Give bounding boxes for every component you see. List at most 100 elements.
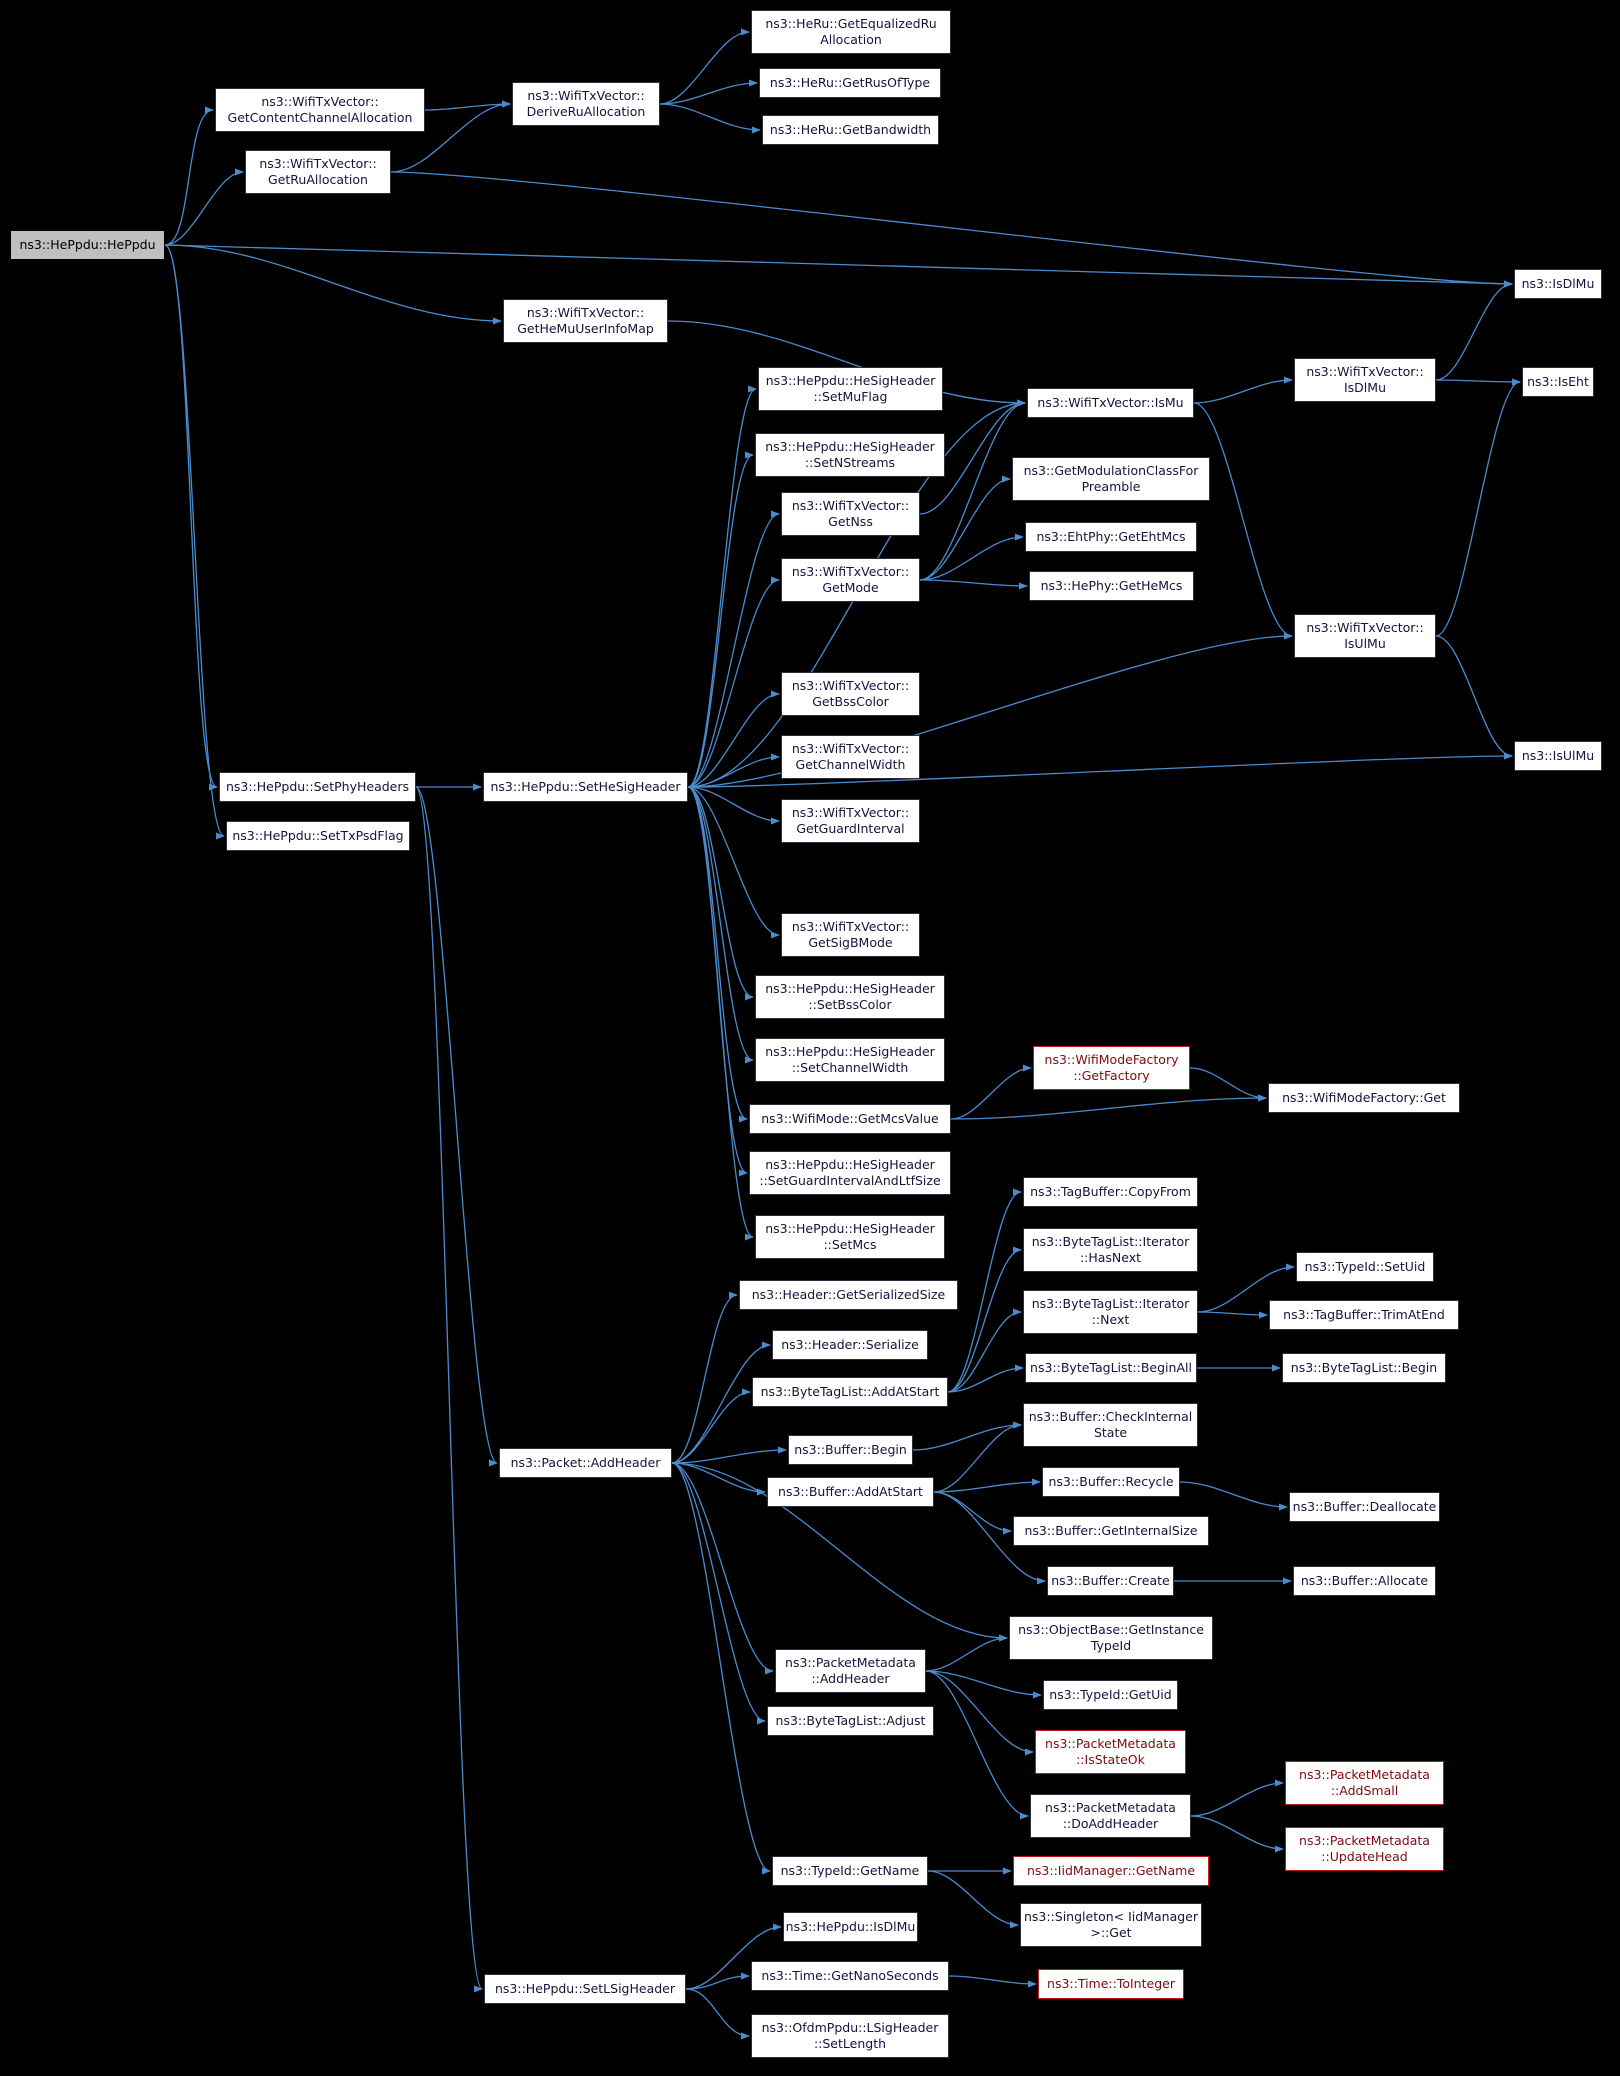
graph-node-getSigBMode[interactable]: ns3::WifiTxVector::GetSigBMode [781,913,920,957]
graph-node-getRusOfType[interactable]: ns3::HeRu::GetRusOfType [759,68,941,98]
graph-node-setMuFlag[interactable]: ns3::HePpdu::HeSigHeader::SetMuFlag [758,367,943,411]
graph-node-hePpduIsDlMu[interactable]: ns3::HePpdu::IsDlMu [783,1912,918,1942]
edge-packetAddHeader-to-bufferBegin [671,1446,787,1464]
graph-node-label: ns3::Buffer::Allocate [1300,1572,1429,1588]
graph-node-pmAddHeader[interactable]: ns3::PacketMetadata::AddHeader [775,1649,926,1693]
graph-node-getFactory[interactable]: ns3::WifiModeFactory::GetFactory [1033,1046,1190,1090]
graph-node-bufferAddAtStart[interactable]: ns3::Buffer::AddAtStart [767,1477,934,1507]
edge-setHeSigHeader-to-setBssColor [687,786,754,1001]
edge-setHeSigHeader-to-setChannelWidthHdr [687,786,754,1064]
edge-pmAddHeader-to-getInstanceTypeId [925,1634,1008,1672]
graph-node-iidManagerGetName[interactable]: ns3::IidManager::GetName [1013,1856,1209,1886]
edge-setHeSigHeader-to-txIsUlMu [687,632,1293,788]
graph-node-deallocate[interactable]: ns3::Buffer::Deallocate [1289,1492,1440,1522]
edge-getFactory-to-factoryGet [1189,1067,1267,1102]
graph-node-isStateOk[interactable]: ns3::PacketMetadata::IsStateOk [1035,1730,1186,1774]
graph-node-isDlMuFree[interactable]: ns3::IsDlMu [1514,269,1602,299]
graph-node-getInternalSize[interactable]: ns3::Buffer::GetInternalSize [1013,1516,1209,1546]
graph-node-getNanoSeconds[interactable]: ns3::Time::GetNanoSeconds [751,1961,949,1991]
graph-node-getHeMuUserInfoMap[interactable]: ns3::WifiTxVector::GetHeMuUserInfoMap [503,299,668,343]
graph-node-deriveRuAllocation[interactable]: ns3::WifiTxVector::DeriveRuAllocation [512,82,660,126]
graph-node-packetAddHeader[interactable]: ns3::Packet::AddHeader [499,1448,672,1478]
graph-node-getSerializedSize[interactable]: ns3::Header::GetSerializedSize [739,1280,958,1310]
graph-node-isUlMuFree[interactable]: ns3::IsUlMu [1514,741,1602,771]
graph-node-label: GetContentChannelAllocation [227,110,413,125]
graph-node-getEhtMcs[interactable]: ns3::EhtPhy::GetEhtMcs [1025,522,1197,552]
graph-node-getMcsValue[interactable]: ns3::WifiMode::GetMcsValue [749,1104,951,1134]
graph-node-allocate[interactable]: ns3::Buffer::Allocate [1293,1566,1436,1596]
graph-node-recycle[interactable]: ns3::Buffer::Recycle [1042,1467,1180,1497]
graph-node-setPhyHeaders[interactable]: ns3::HePpdu::SetPhyHeaders [219,772,416,802]
graph-node-headerSerialize[interactable]: ns3::Header::Serialize [772,1330,928,1360]
graph-node-setLSigHeader[interactable]: ns3::HePpdu::SetLSigHeader [484,1974,686,2004]
graph-node-label: ns3::Buffer::Deallocate [1292,1498,1437,1514]
graph-node-doAddHeader[interactable]: ns3::PacketMetadata::DoAddHeader [1030,1794,1191,1838]
graph-node-addSmall[interactable]: ns3::PacketMetadata::AddSmall [1285,1761,1444,1805]
graph-node-toInteger[interactable]: ns3::Time::ToInteger [1038,1969,1184,1999]
graph-node-label: DeriveRuAllocation [526,104,646,119]
graph-node-lSigSetLength[interactable]: ns3::OfdmPpdu::LSigHeader::SetLength [751,2014,949,2058]
graph-node-setBssColor[interactable]: ns3::HePpdu::HeSigHeader::SetBssColor [755,975,945,1019]
graph-node-byteTagListAdjust[interactable]: ns3::ByteTagList::Adjust [767,1706,934,1736]
graph-node-typeIdGetName[interactable]: ns3::TypeId::GetName [772,1856,928,1886]
edge-setHeSigHeader-to-setMuFlag [687,385,757,788]
graph-node-label: GetSigBMode [808,935,893,950]
edge-setHeSigHeader-to-getChannelWidth [687,753,780,788]
graph-node-getChannelWidth[interactable]: ns3::WifiTxVector::GetChannelWidth [781,735,920,779]
graph-node-bufferBegin[interactable]: ns3::Buffer::Begin [788,1435,913,1465]
graph-node-factoryGet[interactable]: ns3::WifiModeFactory::Get [1268,1083,1460,1113]
graph-node-hePpdu[interactable]: ns3::HePpdu::HePpdu [10,230,165,260]
graph-node-setNStreams[interactable]: ns3::HePpdu::HeSigHeader::SetNStreams [755,433,945,477]
edge-getMode-to-txIsMu [919,399,1026,581]
graph-node-updateHead[interactable]: ns3::PacketMetadata::UpdateHead [1285,1827,1444,1871]
graph-node-singletonGet[interactable]: ns3::Singleton< IidManager>::Get [1020,1903,1202,1947]
graph-node-label: GetHeMuUserInfoMap [517,321,654,336]
graph-node-iteratorHasNext[interactable]: ns3::ByteTagList::Iterator::HasNext [1023,1228,1198,1272]
graph-node-setMcs[interactable]: ns3::HePpdu::HeSigHeader::SetMcs [755,1215,945,1259]
graph-node-txIsUlMu[interactable]: ns3::WifiTxVector::IsUlMu [1294,614,1436,658]
graph-node-getMode[interactable]: ns3::WifiTxVector::GetMode [781,558,920,602]
graph-node-setUid[interactable]: ns3::TypeId::SetUid [1296,1252,1434,1282]
graph-node-label: ::DoAddHeader [1062,1816,1159,1831]
graph-node-byteTagListAddAtStart[interactable]: ns3::ByteTagList::AddAtStart [752,1377,948,1407]
graph-node-label: ns3::WifiTxVector:: [791,677,910,693]
graph-node-byteTagListBegin[interactable]: ns3::ByteTagList::Begin [1282,1353,1446,1383]
graph-node-getRuAllocation[interactable]: ns3::WifiTxVector::GetRuAllocation [245,150,391,194]
graph-node-getContentChannelAllocation[interactable]: ns3::WifiTxVector::GetContentChannelAllo… [215,88,425,132]
graph-node-setHeSigHeader[interactable]: ns3::HePpdu::SetHeSigHeader [483,772,688,802]
edge-recycle-to-deallocate [1179,1481,1288,1511]
graph-node-getNss[interactable]: ns3::WifiTxVector::GetNss [781,492,920,536]
graph-node-label: ns3::Buffer::Recycle [1048,1473,1174,1489]
edge-setPhyHeaders-to-setLSigHeader [415,786,483,1993]
graph-node-getHeMcs[interactable]: ns3::HePhy::GetHeMcs [1029,571,1194,601]
graph-node-tagBufferCopyFrom[interactable]: ns3::TagBuffer::CopyFrom [1023,1177,1198,1207]
graph-node-getGuardInterval[interactable]: ns3::WifiTxVector::GetGuardInterval [781,799,920,843]
graph-node-label: ns3::WifiTxVector:: [791,563,910,579]
graph-node-setTxPsdFlag[interactable]: ns3::HePpdu::SetTxPsdFlag [226,821,410,851]
graph-node-trimAtEnd[interactable]: ns3::TagBuffer::TrimAtEnd [1269,1300,1459,1330]
graph-node-setChannelWidthHdr[interactable]: ns3::HePpdu::HeSigHeader::SetChannelWidt… [755,1038,945,1082]
graph-node-label: ::IsStateOk [1076,1752,1145,1767]
graph-node-txIsMu[interactable]: ns3::WifiTxVector::IsMu [1027,388,1194,418]
graph-node-label: ns3::TagBuffer::CopyFrom [1030,1183,1191,1199]
graph-node-setGuardIntervalAndLtfSize[interactable]: ns3::HePpdu::HeSigHeader::SetGuardInterv… [749,1151,951,1195]
graph-node-beginAll[interactable]: ns3::ByteTagList::BeginAll [1025,1353,1197,1383]
graph-node-label: ns3::PacketMetadata [1045,1735,1176,1751]
graph-node-isEht[interactable]: ns3::IsEht [1522,367,1594,397]
graph-node-bufferCreate[interactable]: ns3::Buffer::Create [1047,1566,1174,1596]
graph-node-getBssColor[interactable]: ns3::WifiTxVector::GetBssColor [781,672,920,716]
graph-node-label: ns3::Header::Serialize [781,1336,919,1352]
graph-node-getBandwidth[interactable]: ns3::HeRu::GetBandwidth [762,115,939,145]
graph-node-label: ns3::WifiTxVector::IsMu [1037,394,1184,410]
graph-node-label: ::AddSmall [1330,1783,1399,1798]
graph-node-txIsDlMu[interactable]: ns3::WifiTxVector::IsDlMu [1294,358,1436,402]
edge-bufferAddAtStart-to-checkInternalState [933,1421,1022,1493]
graph-node-getUid[interactable]: ns3::TypeId::GetUid [1043,1680,1178,1710]
graph-node-label: Allocation [820,32,882,47]
edge-hePpdu-to-getRuAllocation [164,168,244,246]
graph-node-iteratorNext[interactable]: ns3::ByteTagList::Iterator::Next [1023,1290,1198,1334]
